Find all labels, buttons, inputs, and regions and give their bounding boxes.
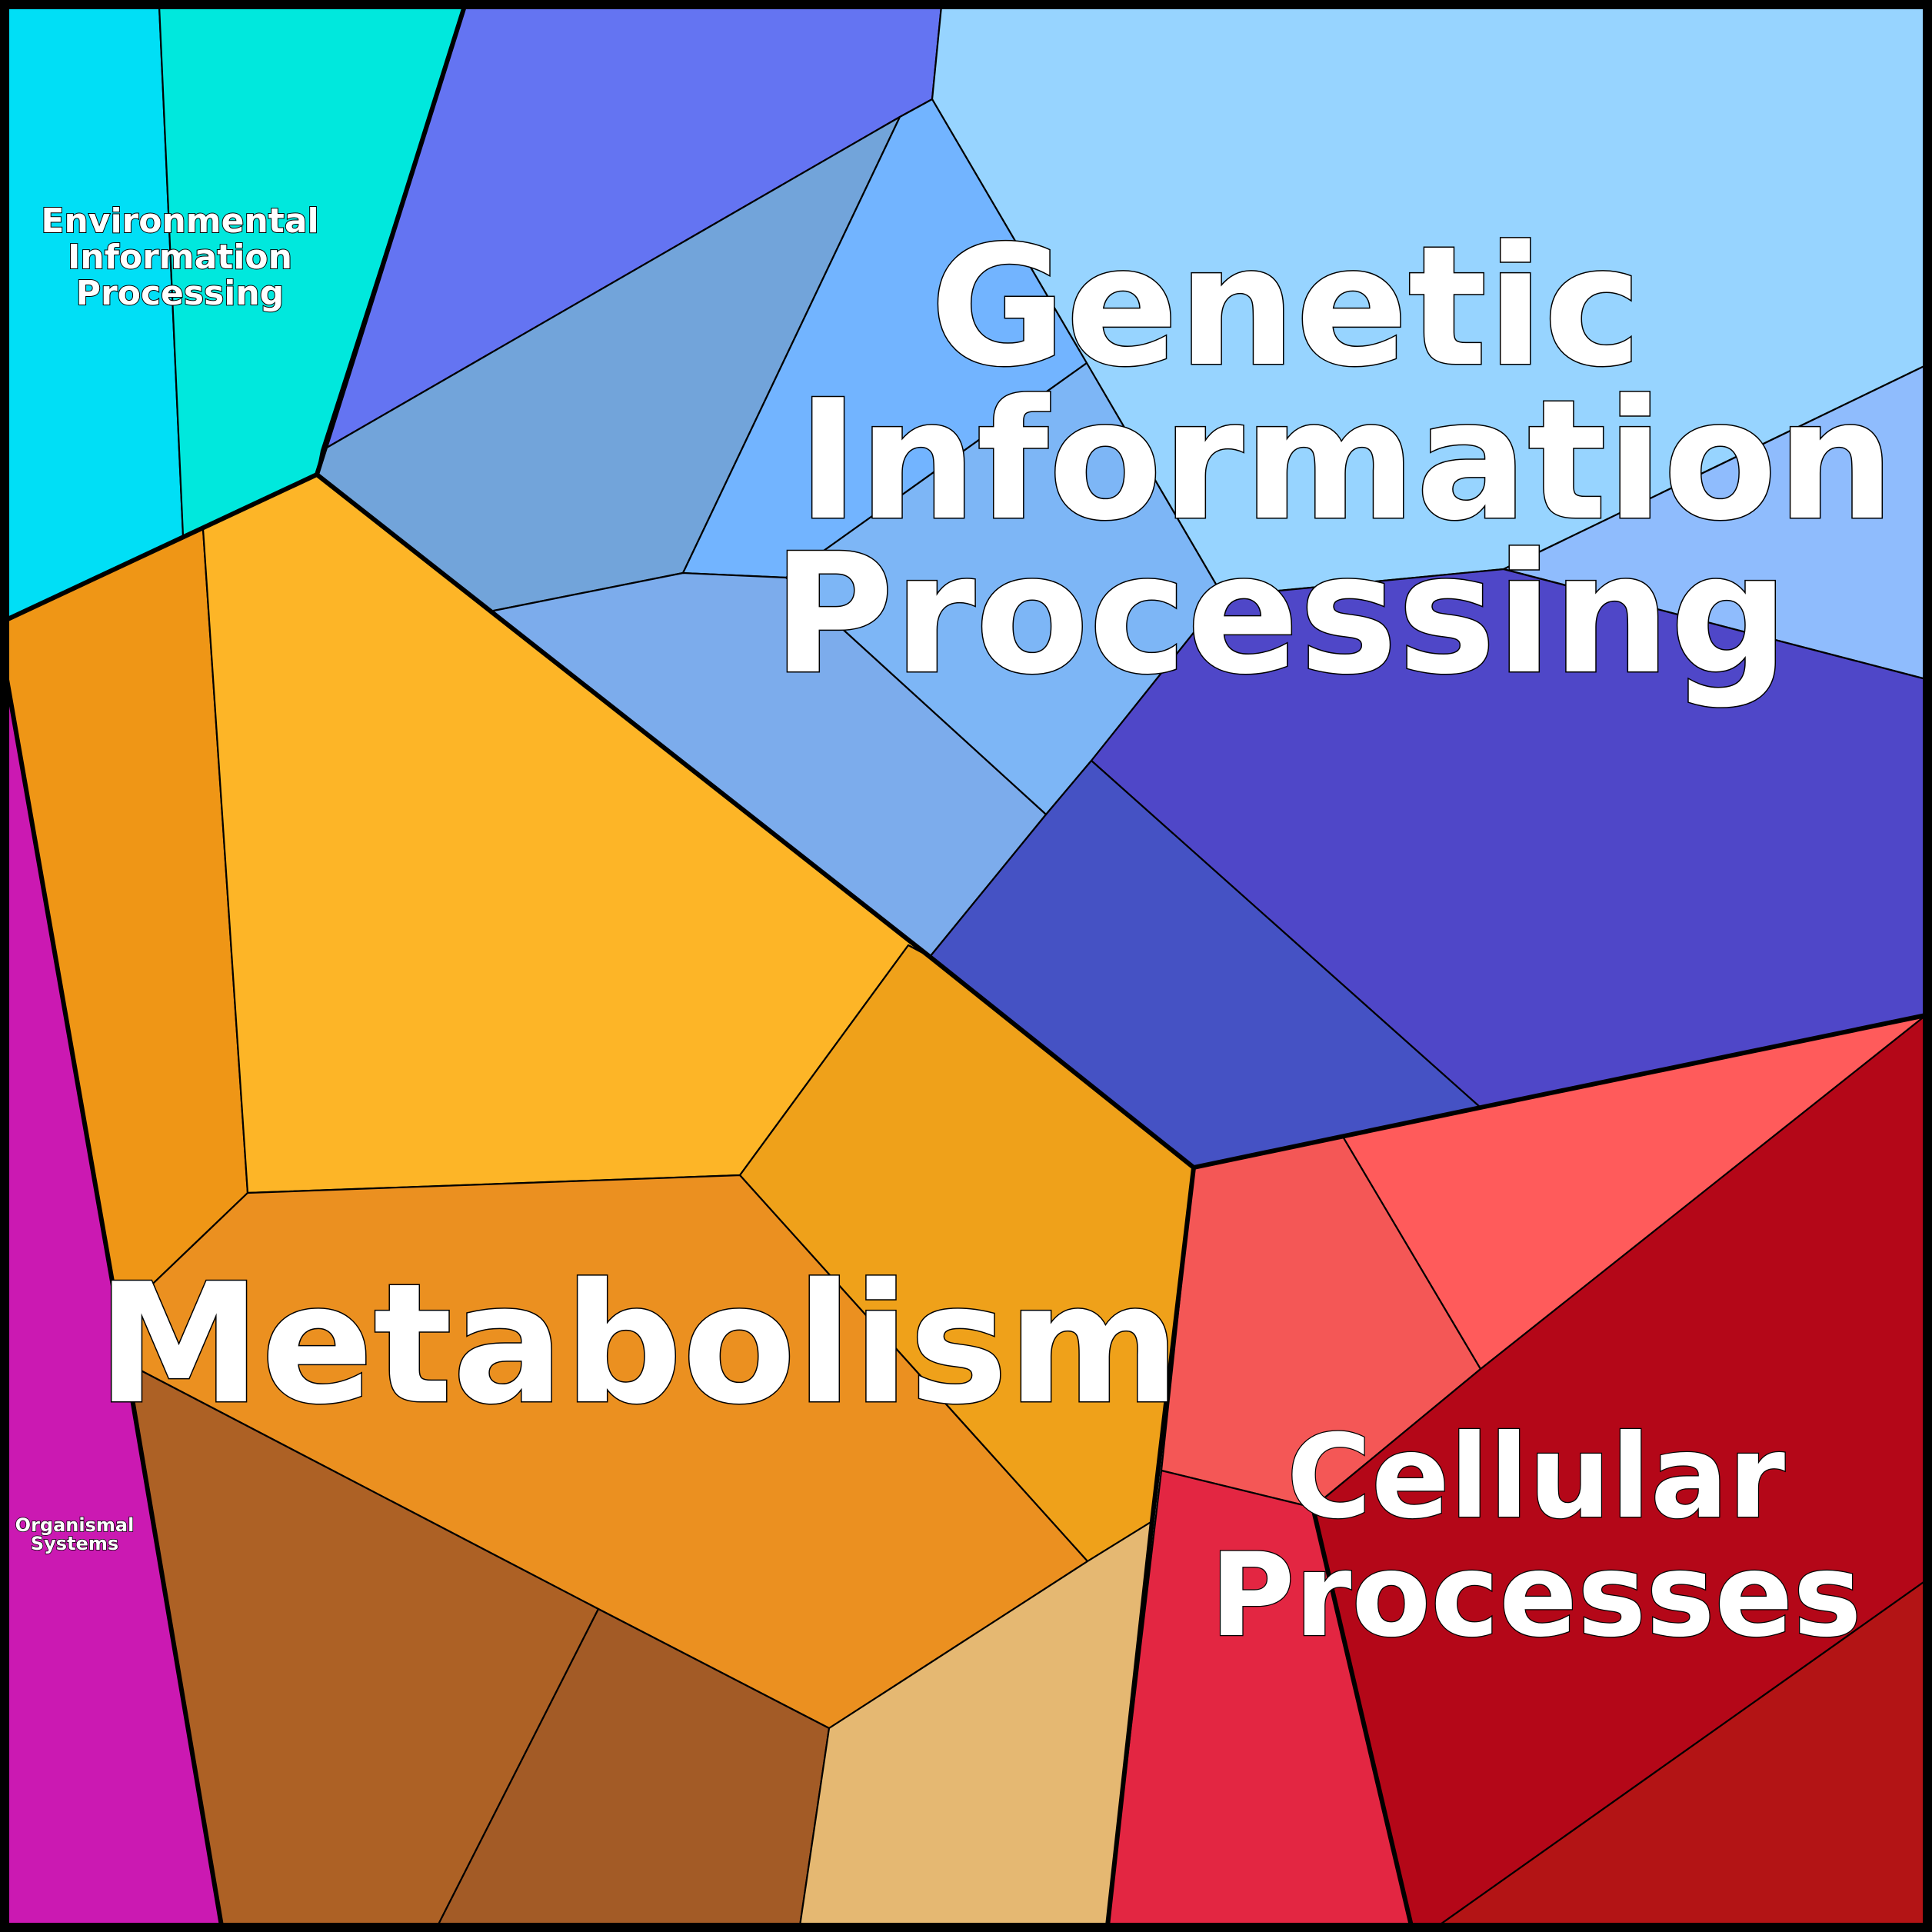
label-environmental-line2: Information <box>68 238 292 277</box>
label-genetic-line3: Processing <box>772 518 1788 711</box>
border-metabolism-organismal <box>4 673 224 1928</box>
label-metabolism: Metabolism <box>97 1247 1181 1441</box>
border-environmental-genetic <box>315 4 467 477</box>
label-environmental-line1: Environmental <box>41 202 318 241</box>
border-genetic-cellular <box>1191 1013 1928 1170</box>
label-genetic-line1: Genetic <box>930 210 1641 403</box>
label-organismal-line1: Organismal <box>15 1514 135 1536</box>
label-organismal-line2: Systems <box>31 1533 118 1554</box>
border-cellular-inner <box>1311 1505 1414 1928</box>
cell-environmental-left <box>5 5 185 621</box>
label-environmental-line3: Processing <box>76 274 284 313</box>
label-cellular-line1: Cellular <box>1287 1411 1785 1544</box>
border-metabolism-cellular <box>1105 1165 1196 1928</box>
border-environmental-metabolism <box>4 472 319 622</box>
label-cellular-line2: Processes <box>1210 1529 1861 1663</box>
label-genetic-line2: Information <box>798 364 1895 557</box>
border-genetic-metabolism <box>315 472 1196 1170</box>
